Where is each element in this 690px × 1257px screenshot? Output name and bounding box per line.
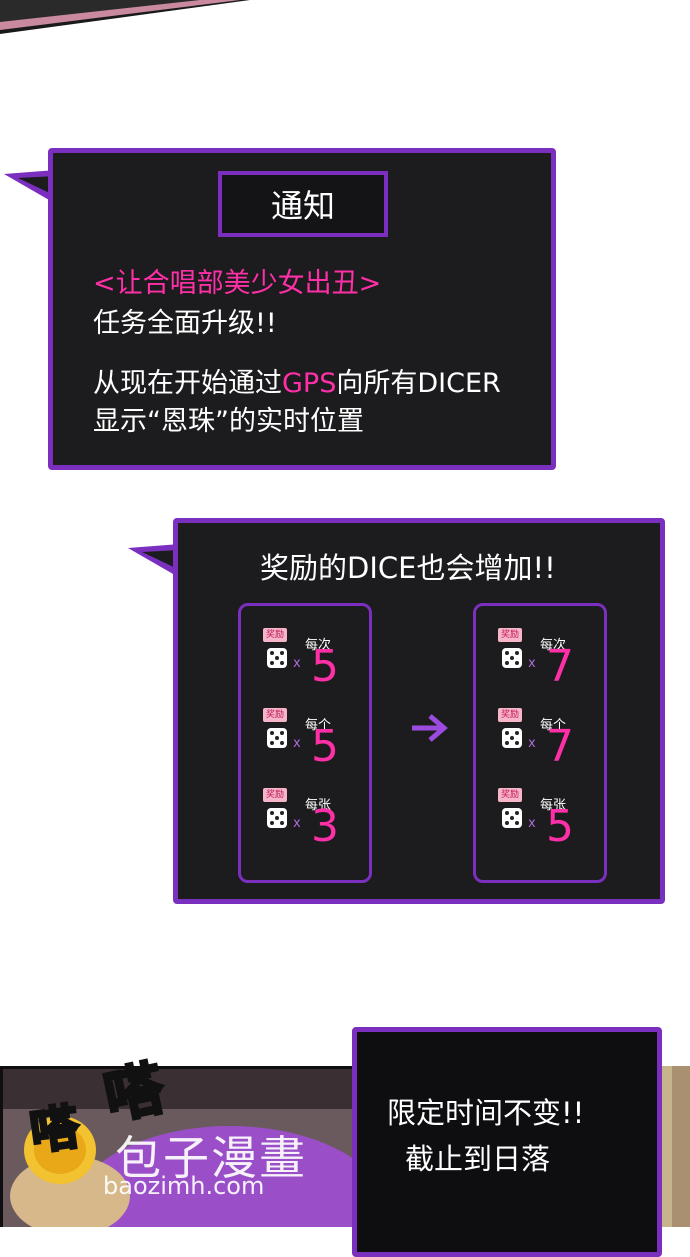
dice-icon (502, 648, 522, 668)
sound-effect-text: 嗒 (26, 1097, 84, 1162)
reward-tag: 奖励 (498, 708, 523, 722)
times-symbol: x (528, 656, 536, 671)
reward-tag: 奖励 (498, 788, 523, 802)
deadline-bubble: 限定时间不变!! 截止到日落 (352, 1027, 662, 1257)
mission-name: <让合唱部美少女出丑> (93, 268, 382, 299)
reward-value: 7 (546, 641, 574, 692)
dice-icon (267, 648, 287, 668)
reward-tag: 奖励 (498, 628, 523, 642)
gps-highlight: GPS (282, 368, 337, 399)
comic-panel-illustration (0, 1066, 352, 1227)
reward-row: 奖励 每张 x 5 (476, 788, 604, 868)
reward-row: 奖励 每个 x 7 (476, 708, 604, 788)
reward-label: 每个 (540, 718, 567, 733)
times-symbol: x (528, 816, 536, 831)
reward-row: 奖励 每次 x 5 (241, 628, 369, 708)
reward-label: 每张 (305, 798, 332, 813)
reward-row: 奖励 每张 x 3 (241, 788, 369, 868)
reward-label: 每次 (540, 638, 567, 653)
deadline-line-2: 截止到日落 (405, 1142, 551, 1176)
reward-label: 每个 (305, 718, 332, 733)
gps-text-post: 向所有DICER (336, 368, 501, 399)
reward-bubble: 奖励的DICE也会增加!! 奖励 每次 x 5 奖励 每个 x 5 奖励 每张 … (173, 518, 665, 904)
times-symbol: x (293, 736, 301, 751)
times-symbol: x (293, 816, 301, 831)
reward-value: 5 (311, 721, 339, 772)
reward-value: 7 (546, 721, 574, 772)
times-symbol: x (528, 736, 536, 751)
reward-card-before: 奖励 每次 x 5 奖励 每个 x 5 奖励 每张 x 3 (238, 603, 372, 883)
dice-icon (502, 808, 522, 828)
dice-icon (502, 728, 522, 748)
deadline-line-1: 限定时间不变!! (387, 1096, 585, 1130)
notice-bubble-tail (4, 170, 56, 204)
reward-label: 每次 (305, 638, 332, 653)
reward-value: 3 (311, 801, 339, 852)
reward-bubble-tail (128, 544, 180, 578)
dice-icon (267, 728, 287, 748)
reward-value: 5 (311, 641, 339, 692)
reward-value: 5 (546, 801, 574, 852)
arrow-right-icon (412, 714, 448, 742)
mission-upgrade-text: 任务全面升级!! (93, 308, 277, 339)
reward-card-after: 奖励 每次 x 7 奖励 每个 x 7 奖励 每张 x 5 (473, 603, 607, 883)
comic-panel-edge (662, 1066, 690, 1227)
notice-title: 通知 (218, 171, 388, 237)
location-text: 显示“恩珠”的实时位置 (93, 406, 364, 437)
previous-panel-edge (0, 0, 250, 34)
reward-tag: 奖励 (263, 628, 288, 642)
gps-text-pre: 从现在开始通过 (93, 368, 282, 399)
notice-bubble: 通知 <让合唱部美少女出丑> 任务全面升级!! 从现在开始通过GPS向所有DIC… (48, 148, 556, 470)
gps-text: 从现在开始通过GPS向所有DICER (93, 361, 501, 400)
reward-row: 奖励 每次 x 7 (476, 628, 604, 708)
reward-tag: 奖励 (263, 708, 288, 722)
reward-headline: 奖励的DICE也会增加!! (260, 551, 556, 585)
watermark-text: 包子漫畫 (115, 1131, 307, 1185)
dice-icon (267, 808, 287, 828)
reward-tag: 奖励 (263, 788, 288, 802)
times-symbol: x (293, 656, 301, 671)
reward-row: 奖励 每个 x 5 (241, 708, 369, 788)
watermark-url: baozimh.com (103, 1172, 265, 1200)
reward-label: 每张 (540, 798, 567, 813)
